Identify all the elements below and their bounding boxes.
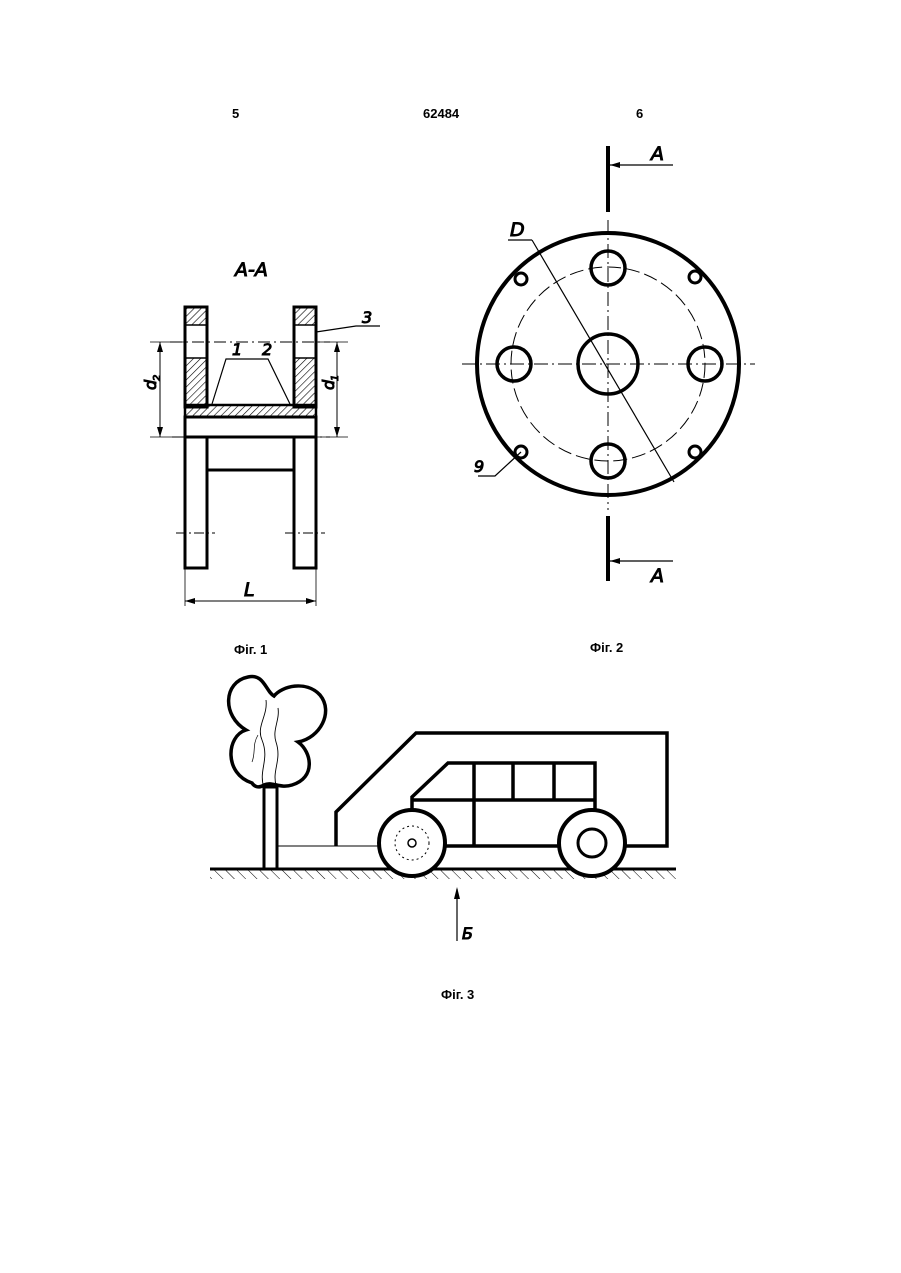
- tree-crown: [229, 676, 326, 786]
- dimension-L: L: [244, 579, 255, 601]
- connecting-plate: [185, 405, 316, 417]
- tree-trunk: [264, 787, 277, 869]
- figure-3-caption: Фіг. 3: [441, 987, 474, 1002]
- cut-label-bottom: A: [649, 565, 664, 587]
- section-label: А-А: [233, 259, 268, 281]
- figure-3-vehicle-scene: Б: [210, 676, 676, 943]
- view-label: Б: [462, 924, 473, 943]
- right-leg: [294, 437, 316, 568]
- svg-text:1: 1: [330, 375, 341, 381]
- diameter-label-D: D: [510, 219, 525, 241]
- part-label-3: 3: [362, 308, 372, 327]
- left-leg: [185, 437, 207, 568]
- front-wheel: [379, 810, 445, 876]
- part-label-9: 9: [474, 457, 484, 476]
- cut-label-top: A: [649, 143, 664, 165]
- part-label-2: 2: [262, 340, 272, 359]
- figure-1-caption: Фіг. 1: [234, 642, 267, 657]
- figure-2-caption: Фіг. 2: [590, 640, 623, 655]
- figure-1-section-view: А-А 1 2 3 d 2: [141, 259, 380, 606]
- rear-wheel: [559, 810, 625, 876]
- part-label-1: 1: [232, 340, 242, 359]
- figure-2-flange-view: A A D 9: [462, 143, 755, 587]
- svg-text:2: 2: [152, 375, 163, 381]
